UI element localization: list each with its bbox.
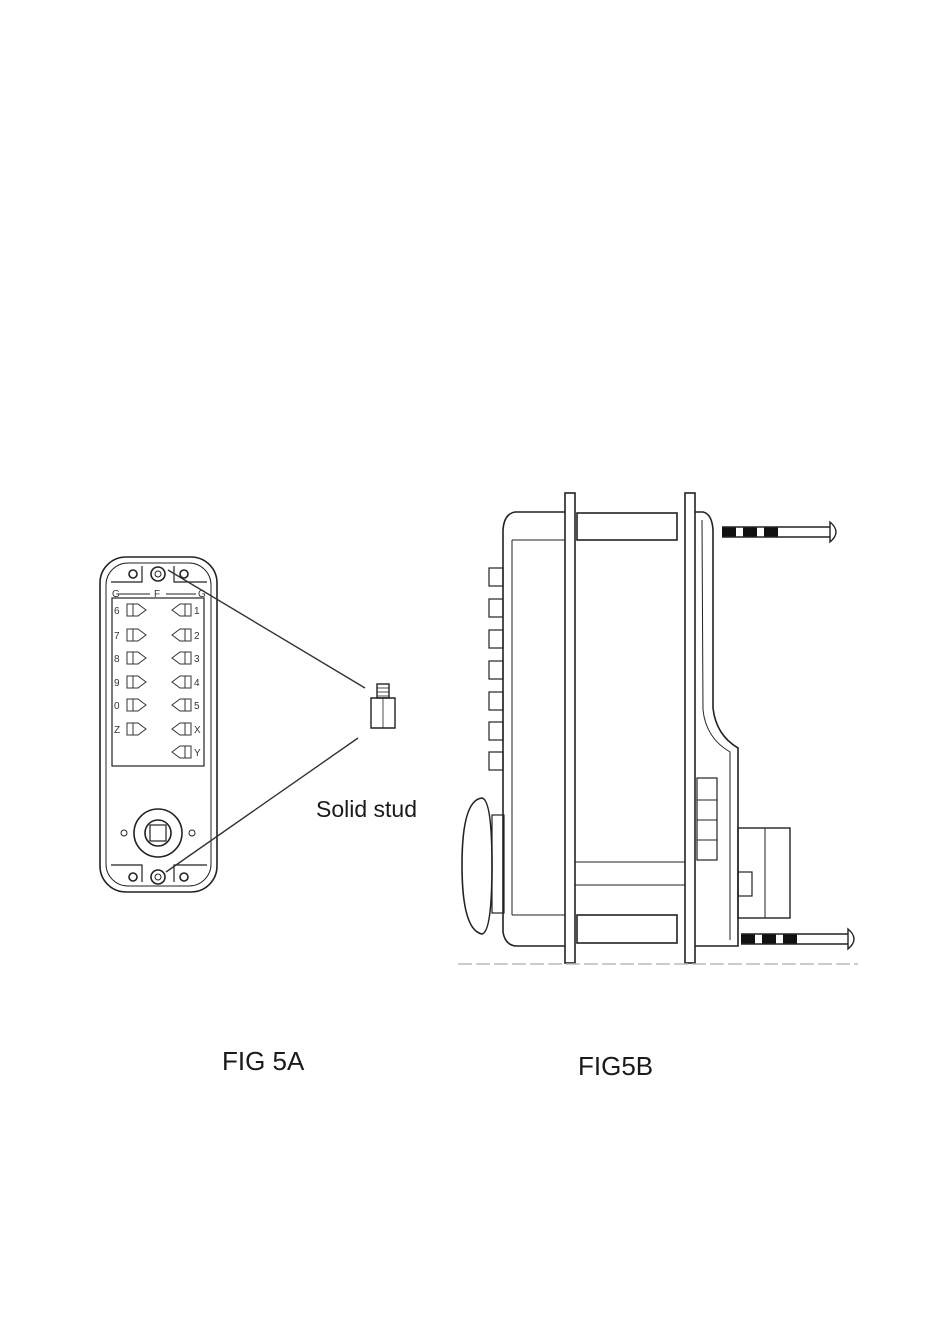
solid-stud-label: Solid stud bbox=[316, 796, 417, 823]
top-right-screw-icon bbox=[180, 570, 188, 578]
top-stud-hole-icon bbox=[151, 567, 165, 581]
svg-text:2: 2 bbox=[194, 631, 200, 642]
key-button: X bbox=[172, 723, 201, 736]
key-button: 9 bbox=[114, 676, 146, 689]
top-left-screw-icon bbox=[129, 570, 137, 578]
key-button: 2 bbox=[172, 629, 200, 642]
keypad-header-left: G bbox=[112, 589, 120, 600]
handle-knob bbox=[462, 798, 492, 934]
bottom-right-screw-icon bbox=[180, 873, 188, 881]
keypad-header-center: F bbox=[154, 589, 160, 600]
solid-stud-icon bbox=[371, 684, 395, 728]
key-button: 5 bbox=[172, 699, 200, 712]
svg-text:9: 9 bbox=[114, 678, 120, 689]
top-mount-plate bbox=[111, 566, 207, 582]
bottom-stud-hole-icon bbox=[151, 870, 165, 884]
key-button: 4 bbox=[172, 676, 200, 689]
key-button: Z bbox=[114, 723, 146, 736]
rear-housing bbox=[695, 512, 738, 946]
door-panel-front bbox=[565, 493, 575, 963]
fig-5b-caption: FIG5B bbox=[578, 1051, 653, 1082]
key-button: 1 bbox=[172, 604, 200, 617]
svg-text:6: 6 bbox=[114, 606, 120, 617]
fig-5b-side-view bbox=[462, 493, 790, 963]
latch-block bbox=[697, 778, 717, 860]
svg-text:1: 1 bbox=[194, 606, 200, 617]
spacer-bottom bbox=[577, 915, 677, 943]
mounting-screw-bottom-icon bbox=[741, 929, 854, 949]
key-cylinder-inner bbox=[145, 820, 171, 846]
right-key-column: 1 2 3 4 5 X Y bbox=[172, 604, 201, 759]
svg-text:X: X bbox=[194, 725, 201, 736]
key-cylinder-plug bbox=[150, 825, 166, 841]
keypad-panel bbox=[112, 598, 204, 766]
button-profile-column bbox=[489, 568, 503, 770]
svg-text:5: 5 bbox=[194, 701, 200, 712]
cam-box bbox=[738, 828, 790, 918]
bottom-left-screw-icon bbox=[129, 873, 137, 881]
door-panel-rear bbox=[685, 493, 695, 963]
key-button: 0 bbox=[114, 699, 146, 712]
key-button: Y bbox=[172, 746, 201, 759]
key-cylinder-outer bbox=[134, 809, 182, 857]
key-button: 8 bbox=[114, 652, 146, 665]
svg-text:Y: Y bbox=[194, 748, 201, 759]
key-button: 3 bbox=[172, 652, 200, 665]
svg-text:3: 3 bbox=[194, 654, 200, 665]
svg-text:Z: Z bbox=[114, 725, 120, 736]
left-key-column: 6 7 8 9 0 Z bbox=[114, 604, 146, 736]
key-button: 7 bbox=[114, 629, 146, 642]
key-button: 6 bbox=[114, 604, 146, 617]
fig-5a-caption: FIG 5A bbox=[222, 1046, 304, 1077]
spacer-top bbox=[577, 513, 677, 540]
svg-text:7: 7 bbox=[114, 631, 120, 642]
svg-text:8: 8 bbox=[114, 654, 120, 665]
svg-text:0: 0 bbox=[114, 701, 120, 712]
svg-text:4: 4 bbox=[194, 678, 200, 689]
mounting-screw-top-icon bbox=[722, 522, 836, 542]
